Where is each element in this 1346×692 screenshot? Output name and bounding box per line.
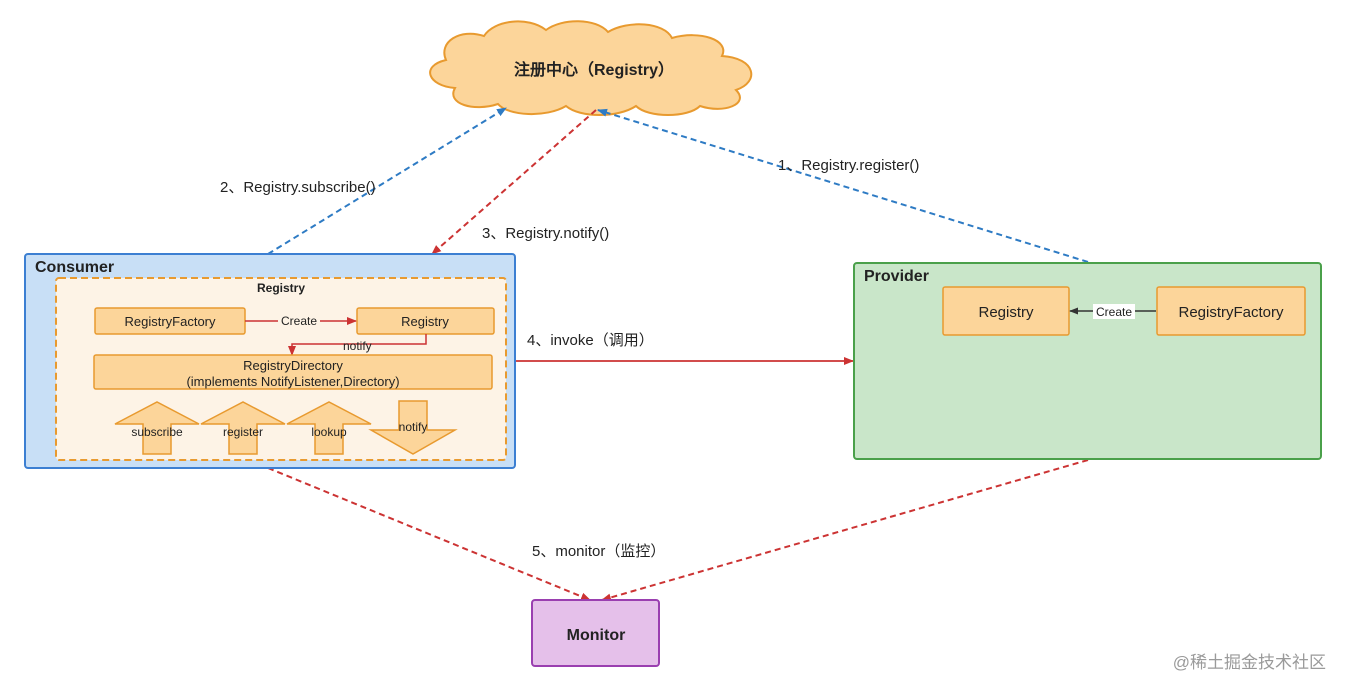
registry-center-cloud: 注册中心（Registry）: [429, 20, 753, 116]
register-edge-label: 1、Registry.register(): [778, 157, 919, 174]
consumer-title: Consumer: [35, 259, 114, 276]
monitor-label: Monitor: [567, 627, 626, 644]
lookup-arrow-label: lookup: [311, 425, 347, 439]
notify-arrow-label: notify: [399, 420, 428, 434]
provider-registry-box: [942, 286, 1070, 336]
register-up-arrow: [200, 401, 286, 455]
registry-directory-name: RegistryDirectory: [243, 358, 343, 373]
notify-edge-label: 3、Registry.notify(): [482, 225, 609, 242]
provider-monitor-edge: [601, 459, 1089, 602]
provider-create-label: Create: [1096, 305, 1132, 319]
provider-registry-factory-label: RegistryFactory: [1178, 304, 1284, 321]
registry-center-label: 注册中心（Registry）: [514, 60, 674, 79]
provider-registry-label: Registry: [978, 304, 1034, 321]
notify-down-arrow: [368, 400, 458, 455]
consumer-create-label-bg: [278, 314, 320, 328]
provider-box: Provider Registry RegistryFactory Create: [853, 262, 1322, 460]
consumer-notify-label: notify: [343, 339, 372, 353]
provider-create-label-bg: [1093, 304, 1135, 319]
monitor-edge-label: 5、monitor（监控）: [532, 543, 665, 560]
monitor-box: Monitor: [531, 599, 660, 667]
provider-title: Provider: [864, 268, 929, 285]
consumer-create-label: Create: [281, 314, 317, 328]
register-arrow-label: register: [223, 425, 263, 439]
invoke-edge-label: 4、invoke（调用）: [527, 332, 654, 349]
consumer-registry-factory-label: RegistryFactory: [124, 314, 216, 329]
lookup-up-arrow: [286, 401, 372, 455]
register-edge: [597, 108, 1089, 263]
registry-directory-box: [93, 354, 493, 390]
notify-edge: [431, 109, 597, 255]
registry-directory-implements: (implements NotifyListener,Directory): [186, 374, 399, 389]
consumer-registry-group-title: Registry: [257, 281, 305, 295]
consumer-notify-arrow: [288, 334, 427, 356]
consumer-monitor-edge: [267, 467, 591, 601]
watermark-text: @稀土掘金技术社区: [1173, 653, 1326, 672]
subscribe-edge-label: 2、Registry.subscribe(): [220, 179, 376, 196]
consumer-registry-label: Registry: [401, 314, 449, 329]
subscribe-arrow-label: subscribe: [131, 425, 183, 439]
provider-registry-factory-box: [1156, 286, 1306, 336]
consumer-box: Consumer Registry RegistryFactory Regist…: [24, 253, 516, 469]
subscribe-edge: [267, 107, 507, 255]
subscribe-up-arrow: [114, 401, 200, 455]
